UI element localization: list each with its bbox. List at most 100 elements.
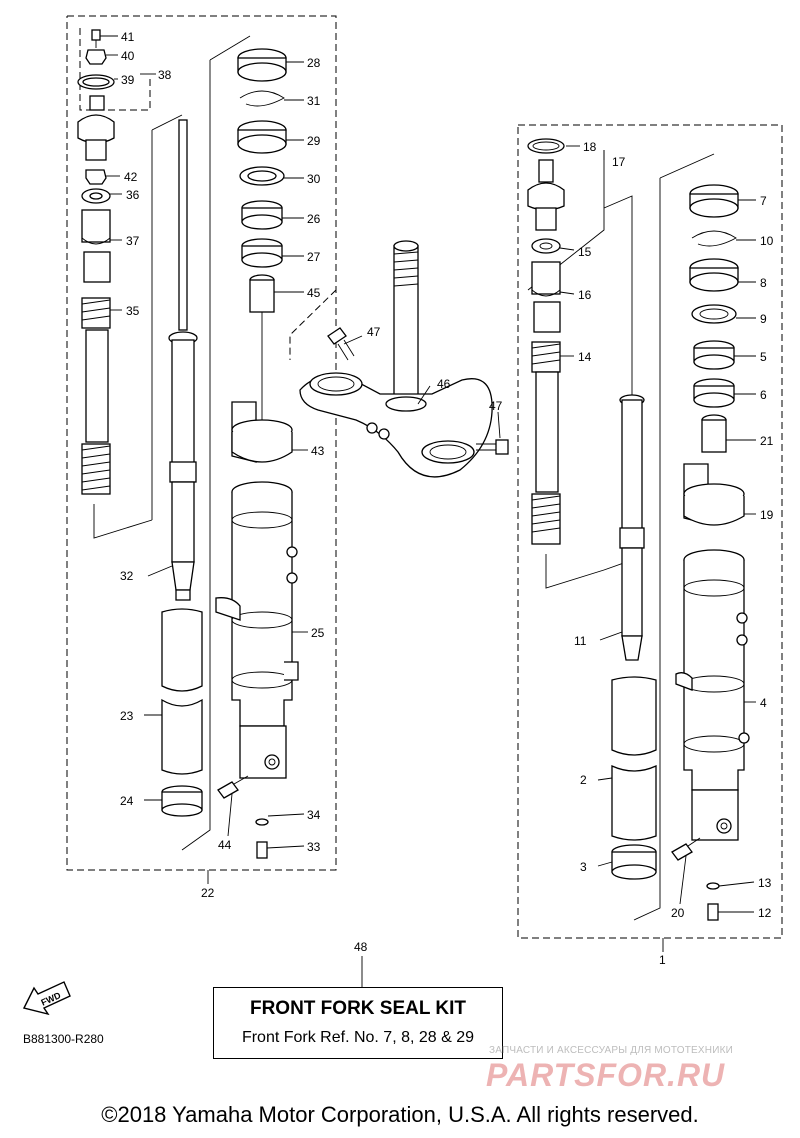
callout-33: 33: [307, 840, 321, 854]
callout-27: 27: [307, 250, 321, 264]
callout-9: 9: [760, 312, 767, 326]
part-12-drain-bolt: [707, 903, 719, 921]
part-8-dust-seal: [689, 258, 739, 292]
callout-37: 37: [126, 234, 140, 248]
part-25-outer-tube: [215, 481, 299, 779]
right-fork-assembly-boundary: [517, 124, 783, 939]
left-inner-group-outline: [93, 114, 183, 539]
part-33-drain-bolt: [256, 841, 268, 859]
part-44-bolt: [217, 775, 249, 799]
callout-38: 38: [158, 68, 172, 82]
part-20-bolt: [671, 837, 701, 861]
callout-44: 44: [218, 838, 232, 852]
part-2-slide-bushing: [611, 676, 657, 841]
callout-1: 1: [659, 953, 666, 967]
part-36-washer: [81, 188, 111, 204]
part-19-protector: [683, 463, 745, 526]
callout-45: 45: [307, 286, 321, 300]
callout-numbers: 41 40 39 38 42 36 37 35 32 2 3 24 28 31 2…: [120, 30, 774, 967]
part-31-clip: [239, 90, 285, 107]
callout-47-side: 47: [489, 399, 503, 413]
callout-11: 11: [574, 634, 587, 648]
callout-28: 28: [307, 56, 321, 70]
bracket-area-dashes: [289, 289, 337, 360]
part-45-oil-lock-piece: [249, 274, 275, 420]
left-tube-group-outline: [181, 35, 251, 851]
part-30-washer: [239, 166, 285, 186]
copyright-notice: ©2018 Yamaha Motor Corporation, U.S.A. A…: [101, 1102, 699, 1127]
callout-32: 32: [120, 569, 134, 583]
part-4-outer-tube: [675, 549, 750, 841]
callout-43: 43: [311, 444, 325, 458]
part-21-oil-lock-piece: [701, 414, 727, 453]
watermark-tagline: ЗАПЧАСТИ И АКСЕССУАРЫ ДЛЯ МОТОТЕХНИКИ: [489, 1045, 734, 1056]
part-34-gasket: [255, 818, 269, 826]
seal-kit-box: FRONT FORK SEAL KIT Front Fork Ref. No. …: [213, 987, 503, 1059]
callout-40: 40: [121, 49, 135, 63]
part-5-bushing: [693, 340, 735, 370]
seal-kit-title: FRONT FORK SEAL KIT: [249, 998, 467, 1019]
callout-5: 5: [760, 350, 767, 364]
callout-12: 12: [758, 906, 772, 920]
callout-36: 36: [126, 188, 140, 202]
callout-39: 39: [121, 73, 135, 87]
right-inner-group-outline: [545, 195, 633, 589]
callout-26: 26: [307, 212, 321, 226]
part-27-bushing: [241, 238, 283, 268]
callout-30: 30: [307, 172, 321, 186]
callout-8: 8: [760, 276, 767, 290]
callout-31: 31: [307, 94, 321, 108]
callout-24: 24: [120, 794, 134, 808]
callout-42: 42: [124, 170, 138, 184]
part-32-damper-rod: [168, 119, 198, 601]
callout-3: 3: [580, 860, 587, 874]
part-15-washer: [531, 238, 561, 254]
callout-2: 2: [580, 773, 587, 787]
part-3-guide-bushing: [611, 844, 657, 880]
left-fork-assembly-boundary: [66, 15, 337, 871]
part-11-damper-rod: [619, 394, 645, 661]
part-47-side-bolt: [476, 439, 509, 455]
callout-10: 10: [760, 234, 774, 248]
part-42-nut: [85, 169, 107, 185]
callout-48: 48: [354, 940, 368, 954]
callout-21: 21: [760, 434, 774, 448]
callout-6: 6: [760, 388, 767, 402]
part-9-washer: [691, 304, 737, 324]
callout-35: 35: [126, 304, 140, 318]
leader-lines: [100, 35, 756, 987]
part-16-collar: [531, 261, 561, 333]
part-46-under-bracket: [299, 240, 493, 478]
part-37-collar: [81, 209, 111, 283]
right-tube-group-outline: [633, 153, 715, 921]
watermark-logo: PARTSFOR.RU: [486, 1057, 726, 1093]
part-47-upper-bolt: [327, 327, 355, 361]
part-35-spring: [81, 297, 111, 495]
callout-14: 14: [578, 350, 592, 364]
callout-13: 13: [758, 876, 772, 890]
part-7-oil-seal: [689, 184, 739, 218]
part-28-oil-seal: [237, 48, 287, 82]
part-6-bushing: [693, 378, 735, 408]
callout-41: 41: [121, 30, 135, 44]
cap-bolt-assembly: [77, 28, 151, 161]
callout-17: 17: [612, 155, 626, 169]
callout-7: 7: [760, 194, 767, 208]
callout-15: 15: [578, 245, 592, 259]
callout-47-upper: 47: [367, 325, 381, 339]
callout-20: 20: [671, 906, 685, 920]
callout-34: 34: [307, 808, 321, 822]
drawing-code: B881300-R280: [23, 1032, 104, 1046]
callout-25: 25: [311, 626, 325, 640]
part-29-dust-seal: [237, 120, 287, 154]
seal-kit-subtitle: Front Fork Ref. No. 7, 8, 28 & 29: [241, 1029, 475, 1046]
callout-46: 46: [437, 377, 451, 391]
fwd-arrow-icon: FWD: [22, 981, 71, 1016]
part-14-spring: [531, 341, 561, 545]
callout-18: 18: [583, 140, 597, 154]
callout-29: 29: [307, 134, 321, 148]
part-24-guide-bushing: [161, 785, 203, 817]
part-13-gasket: [706, 882, 720, 890]
callout-16: 16: [578, 288, 592, 302]
